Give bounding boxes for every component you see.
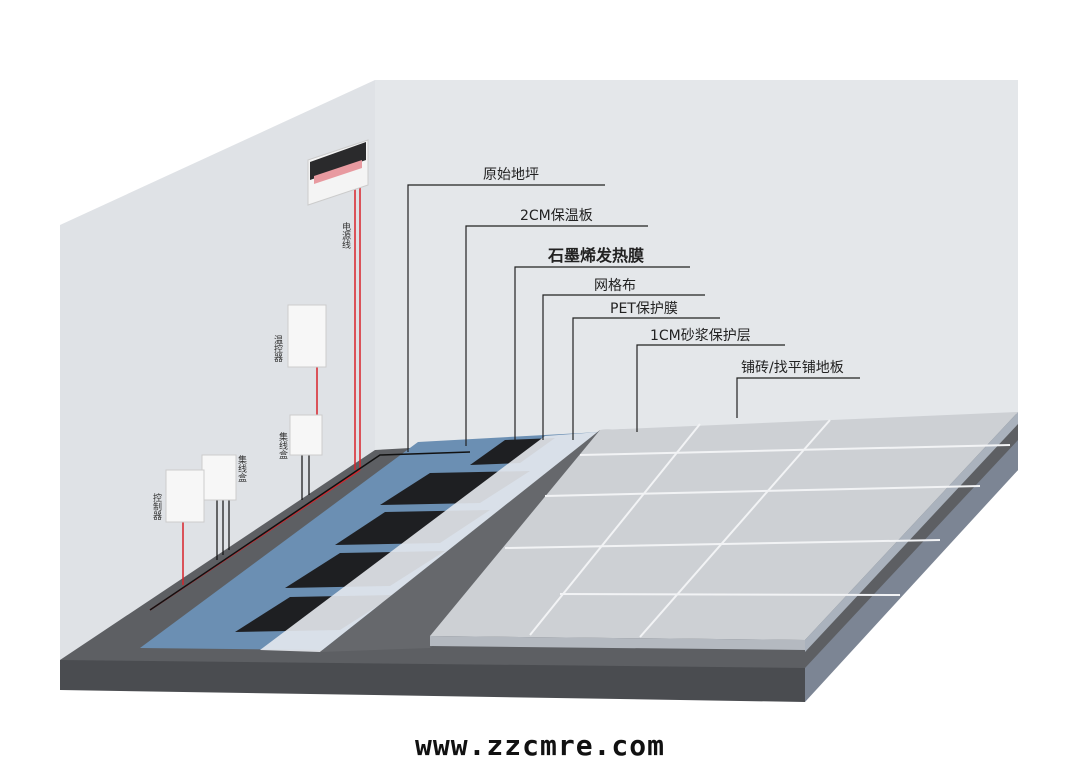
junction-box-label: 集线盒 — [236, 454, 247, 482]
tile-floor — [430, 412, 1018, 652]
mesh-pet-layer — [260, 432, 600, 652]
layer-label-original-floor: 原始地坪 — [483, 167, 539, 183]
junction-box-label: 集线盒 — [277, 431, 288, 459]
layer-label-pet-film: PET保护膜 — [610, 301, 678, 317]
layer-label-insulation: 2CM保温板 — [520, 208, 593, 224]
distribution-box — [307, 139, 369, 206]
controller — [165, 469, 205, 523]
power-line-label: 电源线 — [340, 221, 351, 249]
watermark: www.zzcmre.com — [415, 729, 665, 762]
layer-label-tiles: 铺砖/找平铺地板 — [741, 360, 844, 376]
floor-right-edge — [805, 440, 1018, 702]
leader-lines — [407, 184, 860, 452]
junction-box — [201, 454, 237, 501]
layer-label-mesh: 网格布 — [594, 278, 636, 294]
left-wall — [60, 80, 375, 665]
back-wall — [375, 80, 1018, 452]
layer-label-graphene-film: 石墨烯发热膜 — [547, 246, 644, 265]
junction-box — [289, 414, 323, 456]
layer-label-mortar: 1CM砂浆保护层 — [650, 328, 751, 344]
thermostat-label: 温控器 — [272, 335, 283, 362]
floor-front-edge — [60, 660, 805, 702]
controller-label: 控制器 — [151, 492, 162, 520]
thermostat — [287, 304, 327, 368]
